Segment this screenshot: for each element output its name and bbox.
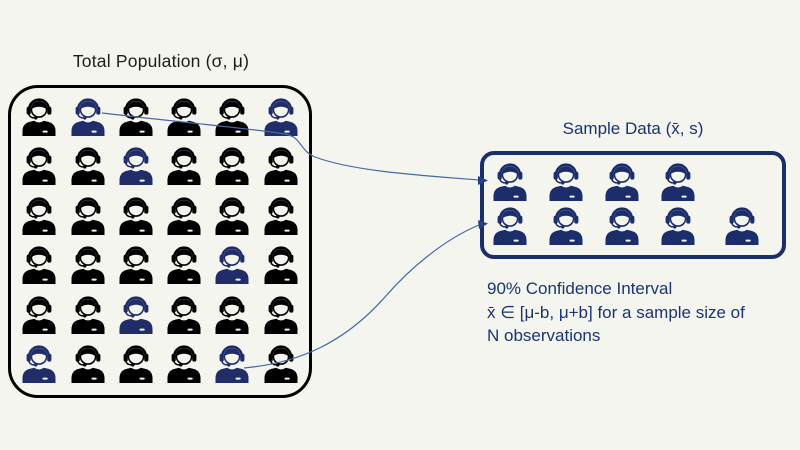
call-agent-headset-icon [261, 147, 301, 187]
call-agent-headset-icon [116, 246, 156, 286]
call-agent-headset-icon [212, 98, 252, 138]
call-agent-headset-icon [212, 246, 252, 286]
call-agent-headset-icon [19, 197, 59, 237]
sample-row [490, 163, 776, 203]
call-agent-headset-icon [68, 197, 108, 237]
call-agent-headset-icon [68, 98, 108, 138]
call-agent-headset-icon [68, 345, 108, 385]
call-agent-headset-icon [658, 163, 698, 203]
call-agent-headset-icon [212, 147, 252, 187]
sample-row [490, 207, 776, 247]
sample-title: Sample Data (x̄, s) [562, 119, 704, 138]
population-title: Total Population (σ, μ) [72, 51, 250, 71]
call-agent-headset-icon [116, 296, 156, 336]
call-agent-headset-icon [261, 246, 301, 286]
call-agent-headset-icon [116, 98, 156, 138]
call-agent-headset-icon [19, 98, 59, 138]
call-agent-headset-icon [602, 163, 642, 203]
ci-line-2: x̄ ∈ [μ-b, μ+b] for a sample size of [487, 302, 745, 322]
call-agent-headset-icon [602, 207, 642, 247]
ci-line-1: 90% Confidence Interval [487, 279, 673, 298]
call-agent-headset-icon [658, 207, 698, 247]
call-agent-headset-icon [19, 147, 59, 187]
call-agent-headset-icon [212, 296, 252, 336]
call-agent-headset-icon [164, 98, 204, 138]
call-agent-headset-icon [261, 98, 301, 138]
call-agent-headset-icon [68, 296, 108, 336]
sample-box [480, 151, 786, 259]
call-agent-headset-icon [19, 246, 59, 286]
call-agent-headset-icon [164, 296, 204, 336]
call-agent-headset-icon [164, 246, 204, 286]
call-agent-headset-icon [116, 147, 156, 187]
call-agent-headset-icon [212, 197, 252, 237]
call-agent-headset-icon [19, 345, 59, 385]
call-agent-headset-icon [116, 345, 156, 385]
confidence-interval-caption: 90% Confidence Interval x̄ ∈ [μ-b, μ+b] … [487, 277, 800, 348]
call-agent-headset-icon [261, 345, 301, 385]
call-agent-headset-icon [116, 197, 156, 237]
call-agent-headset-icon [68, 246, 108, 286]
call-agent-headset-icon [261, 197, 301, 237]
call-agent-headset-icon [546, 163, 586, 203]
call-agent-headset-icon [546, 207, 586, 247]
call-agent-headset-icon [68, 147, 108, 187]
population-box [8, 85, 312, 398]
call-agent-headset-icon [164, 197, 204, 237]
call-agent-headset-icon [19, 296, 59, 336]
call-agent-headset-icon [212, 345, 252, 385]
ci-line-3: N observations [487, 326, 601, 345]
call-agent-headset-icon [261, 296, 301, 336]
call-agent-headset-icon [490, 207, 530, 247]
call-agent-headset-icon [722, 207, 762, 247]
call-agent-headset-icon [164, 147, 204, 187]
call-agent-headset-icon [490, 163, 530, 203]
call-agent-headset-icon [164, 345, 204, 385]
